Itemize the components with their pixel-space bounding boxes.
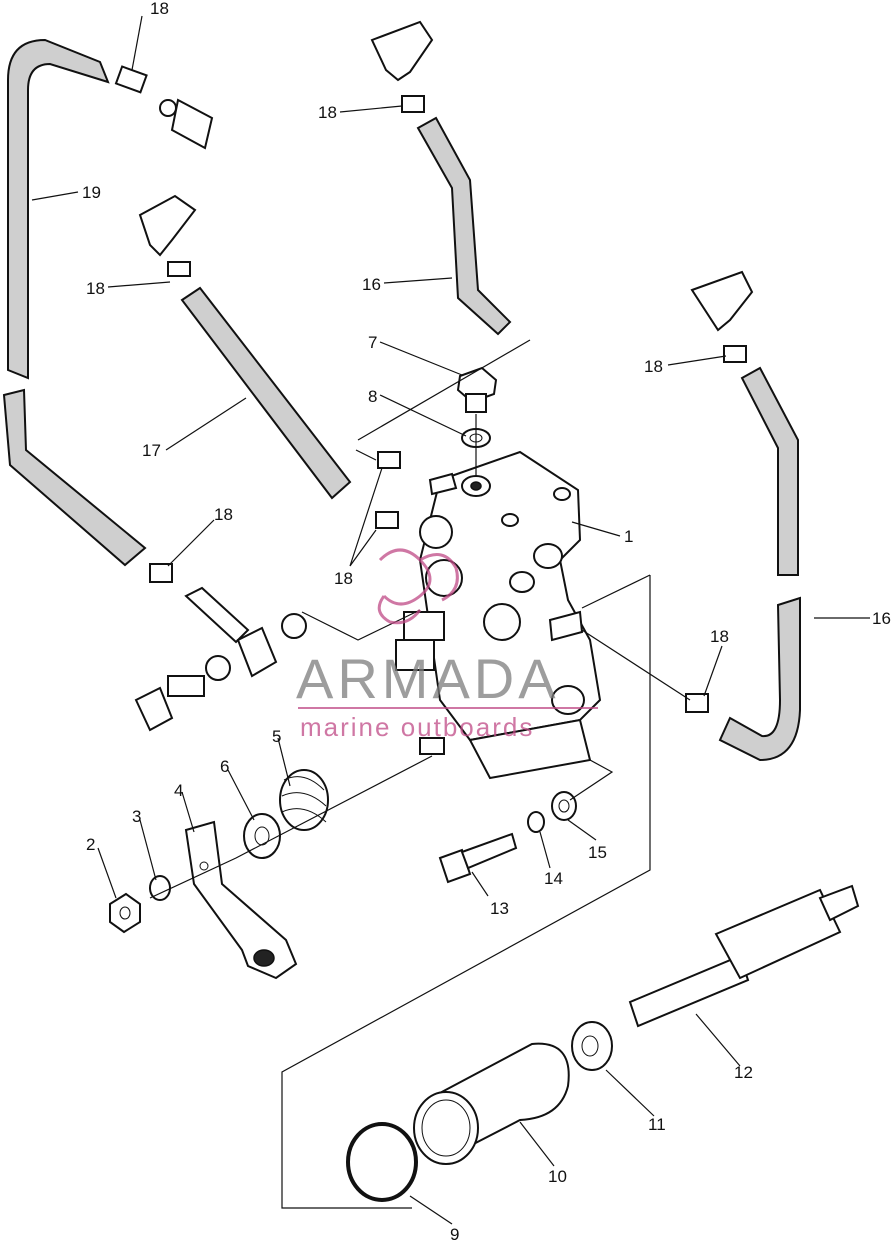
- callout-14: 14: [544, 869, 563, 888]
- callout-4: 4: [174, 781, 183, 800]
- callout-10: 10: [548, 1167, 567, 1186]
- leader-lines: [31, 15, 870, 1225]
- washer-14: [527, 811, 545, 833]
- banjo-bolt-assembly: [134, 586, 307, 732]
- callout-18: 18: [214, 505, 233, 524]
- o-ring-9: [346, 1122, 418, 1202]
- nut-2: [109, 892, 141, 934]
- washer-11: [571, 1021, 613, 1071]
- assembly-lines: [149, 339, 691, 1209]
- watermark: ARMADA marine outboards: [296, 548, 598, 742]
- callout-18: 18: [644, 357, 663, 376]
- callout-7: 7: [368, 333, 377, 352]
- callout-18: 18: [318, 103, 337, 122]
- drive-gear-shaft-12: [628, 884, 860, 1028]
- callout-6: 6: [220, 757, 229, 776]
- callout-2: 2: [86, 835, 95, 854]
- washer-15: [551, 791, 577, 821]
- hose-16-right: [685, 270, 801, 762]
- hose-16-top: [370, 20, 512, 336]
- lever-4: [184, 820, 298, 980]
- bolt-7: [456, 366, 498, 413]
- fitting-top-left: [114, 65, 214, 150]
- callout-9: 9: [450, 1225, 459, 1241]
- callout-11: 11: [648, 1115, 666, 1134]
- callout-18: 18: [710, 627, 729, 646]
- callout-19: 19: [82, 183, 101, 202]
- spring-5: [279, 769, 329, 831]
- watermark-logo: [377, 548, 459, 625]
- watermark-brand: ARMADA: [296, 647, 560, 710]
- hose-19: [2, 38, 147, 567]
- hose-17: [138, 194, 352, 500]
- callout-15: 15: [588, 843, 607, 862]
- washer-3: [149, 875, 171, 901]
- washer-6: [243, 813, 281, 859]
- callout-16: 16: [872, 609, 891, 628]
- callout-16: 16: [362, 275, 381, 294]
- callout-18: 18: [150, 0, 169, 18]
- callout-1: 1: [624, 527, 633, 546]
- callout-8: 8: [368, 387, 377, 406]
- callout-3: 3: [132, 807, 141, 826]
- clip-group-18: [149, 451, 401, 583]
- screw-13: [438, 832, 518, 884]
- callout-13: 13: [490, 899, 509, 918]
- callout-18: 18: [86, 279, 105, 298]
- watermark-tagline: marine outboards: [300, 712, 534, 742]
- callout-labels: 18 19 18 18 16 7 8 18 17 1 18 18 16 18 5…: [82, 0, 891, 1241]
- bushing-10: [413, 1042, 570, 1165]
- callout-17: 17: [142, 441, 161, 460]
- callout-18: 18: [334, 569, 353, 588]
- callout-12: 12: [734, 1063, 753, 1082]
- oil-pump-body: [395, 450, 602, 780]
- callout-5: 5: [272, 727, 281, 746]
